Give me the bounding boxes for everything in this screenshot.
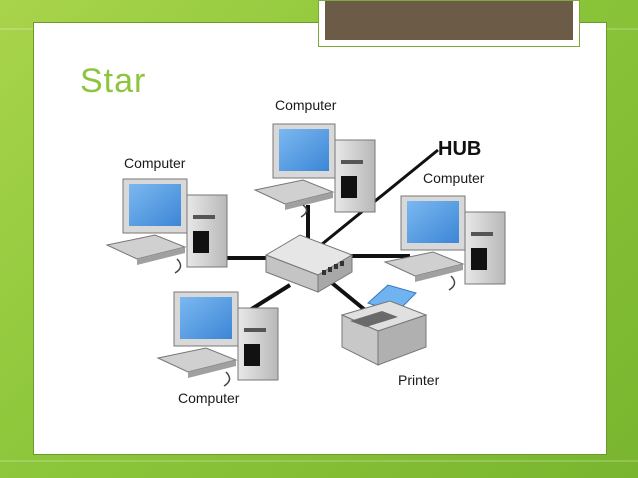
hub-device	[264, 234, 354, 293]
computer-label-top: Computer	[275, 97, 337, 113]
printer-label: Printer	[398, 372, 440, 388]
computer-bottom	[156, 291, 279, 387]
title-placeholder-fill	[325, 1, 573, 40]
computer-label-right: Computer	[423, 170, 485, 186]
computer-label-bottom: Computer	[178, 390, 240, 406]
hub-label: HUB	[438, 138, 482, 160]
computer-label-left: Computer	[124, 155, 186, 171]
computer-top	[253, 123, 376, 218]
title-placeholder-box	[318, 0, 580, 47]
slide-panel	[33, 22, 607, 455]
printer	[340, 284, 428, 366]
cable-printer	[330, 281, 367, 312]
computer-right	[383, 195, 506, 291]
cable-bottom-left	[248, 283, 292, 312]
slide-title: Star	[80, 62, 147, 100]
computer-left	[105, 178, 228, 274]
